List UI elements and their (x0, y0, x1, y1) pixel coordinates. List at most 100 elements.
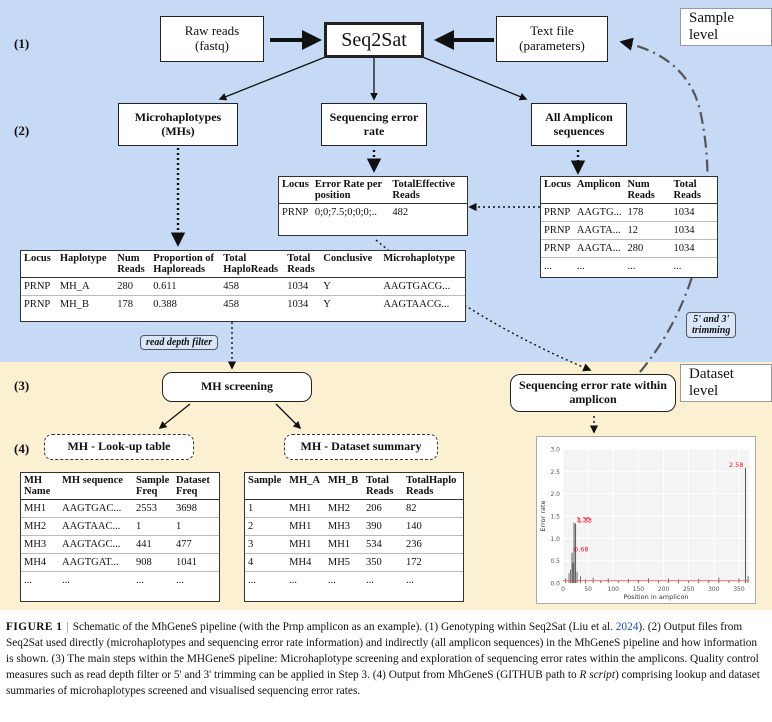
table-cell: ... (627, 261, 636, 273)
table-cell: ... (176, 575, 184, 587)
figure-caption: FIGURE 1|Schematic of the MhGeneS pipeli… (6, 619, 766, 699)
amplicon-table: Locus Amplicon Num Reads Total Reads PRN… (540, 176, 718, 278)
table-cell: 1034 (284, 277, 321, 297)
table-cell: 534 (363, 535, 403, 555)
table-row: PRNP AAGTG... 178 1034 (541, 203, 717, 223)
table-cell: 3 (245, 535, 287, 555)
caption-text-3: ) comprising lookup and dataset summarie… (6, 669, 760, 698)
table-row: MH2 AAGTAAC... 1 1 (21, 517, 219, 537)
y-tick-label: 3.0 (550, 447, 560, 454)
step-4-label: (4) (14, 441, 30, 456)
x-axis-label: Position in amplicon (623, 593, 688, 601)
table-cell: ... (136, 575, 144, 587)
microhaplotype-table: Locus Haplotype Num Reads Proportion of … (20, 250, 466, 322)
table-row: 3 MH1 MH1 534 236 (245, 535, 463, 555)
table-cell: 280 (624, 239, 671, 259)
table-row: 2 MH1 MH3 390 140 (245, 517, 463, 537)
table-cell: MH_A (56, 277, 115, 297)
x-tick-label: 0 (561, 586, 565, 593)
table-cell: MH3 (324, 517, 363, 537)
table-row: PRNP AAGTA... 12 1034 (541, 221, 717, 241)
table-cell: ... (62, 575, 70, 587)
table-cell: 178 (624, 203, 671, 223)
table-cell: MH5 (324, 553, 363, 573)
step-2-label: (2) (14, 123, 30, 138)
table-cell: AAGTAAC... (59, 517, 133, 537)
data-label: 1.35 (576, 516, 590, 524)
mh-header-total-reads: Total Reads (284, 251, 321, 279)
table-row: MH1 AAGTGAC... 2553 3698 (21, 499, 219, 519)
amplicon-header-amplicon: Amplicon (573, 177, 625, 205)
table-cell: AAGTA... (573, 239, 625, 259)
mh-header-haplotype: Haplotype (56, 251, 115, 279)
table-cell: MH1 (324, 535, 363, 555)
lookup-table: MH Name MH sequence Sample Freq Dataset … (20, 472, 220, 602)
table-cell: 206 (363, 499, 403, 519)
table-cell: MH2 (21, 517, 59, 537)
table-cell: 1 (245, 499, 287, 519)
table-row: 1 MH1 MH2 206 82 (245, 499, 463, 519)
table-cell: 236 (403, 535, 463, 555)
table-cell: 4 (245, 553, 287, 573)
dataset-header-total-reads: Total Reads (363, 473, 403, 501)
table-cell: ... (24, 575, 32, 587)
table-cell: ... (544, 261, 552, 273)
table-cell: 458 (223, 299, 240, 311)
table-cell: 1041 (173, 553, 219, 573)
table-cell: AAGTGACG... (380, 277, 465, 297)
x-tick-label: 50 (584, 586, 592, 593)
table-cell: 477 (173, 535, 219, 555)
data-label: 0.68 (574, 546, 588, 554)
table-row: MH3 AAGTAGC... 441 477 (21, 535, 219, 555)
table-cell: MH3 (21, 535, 59, 555)
table-cell: Y (323, 299, 331, 311)
lookup-header-sample-freq: Sample Freq (133, 473, 173, 501)
data-label: 2.58 (729, 461, 743, 469)
table-cell: 908 (133, 553, 173, 573)
table-cell: 390 (363, 517, 403, 537)
y-tick-label: 0.0 (550, 581, 560, 588)
table-cell: Y (320, 277, 381, 297)
lookup-header-sequence: MH sequence (59, 473, 133, 501)
table-cell: MH_B (59, 299, 90, 311)
table-cell: ... (673, 261, 682, 273)
lookup-header-dataset-freq: Dataset Freq (173, 473, 219, 501)
error-rate-header-rate: Error Rate per position (311, 177, 390, 205)
dataset-header-mh-b: MH_B (324, 473, 363, 501)
x-tick-label: 200 (658, 586, 670, 593)
sample-level-label: Sample level (680, 8, 772, 46)
mh-header-num-reads: Num Reads (114, 251, 151, 279)
error-rate-header-reads: TotalEffective Reads (389, 177, 467, 205)
caption-citation-link[interactable]: 2024 (615, 621, 639, 633)
table-cell: MH4 (21, 553, 59, 573)
dataset-header-mh-a: MH_A (286, 473, 325, 501)
table-cell: 350 (363, 553, 403, 573)
step-3-label: (3) (14, 378, 30, 393)
raw-reads-box: Raw reads (fastq) (160, 16, 264, 62)
table-cell: 280 (114, 277, 151, 297)
table-cell: AAGTGAT... (59, 553, 133, 573)
mh-header-conclusive: Conclusive (320, 251, 381, 279)
table-cell: 12 (624, 221, 671, 241)
x-tick-label: 300 (708, 586, 720, 593)
table-row: PRNP MH_B 178 0.388 458 1034 Y AAGTAACG.… (21, 296, 465, 314)
table-cell: MH2 (324, 499, 363, 519)
table-cell: AAGTG... (573, 203, 625, 223)
table-cell: MH1 (286, 499, 325, 519)
mh-header-total-haploreads: Total HaploReads (220, 251, 285, 279)
amplicon-header-locus: Locus (541, 177, 574, 205)
amplicon-header-total-reads: Total Reads (670, 177, 717, 205)
dashdot-trimming-loop (619, 37, 709, 373)
table-cell: PRNP (541, 221, 574, 241)
table-cell: MH4 (286, 553, 325, 573)
table-cell: ... (406, 575, 414, 587)
table-cell: 2 (245, 517, 287, 537)
table-cell: 172 (403, 553, 463, 573)
table-cell: ... (366, 575, 374, 587)
arrow-screening-to-lookup (158, 403, 191, 429)
table-cell: 140 (403, 517, 463, 537)
sequencing-error-within-amplicon-box: Sequencing error rate within amplicon (510, 374, 676, 412)
table-cell: MH1 (286, 517, 325, 537)
table-cell: ... (248, 575, 256, 587)
